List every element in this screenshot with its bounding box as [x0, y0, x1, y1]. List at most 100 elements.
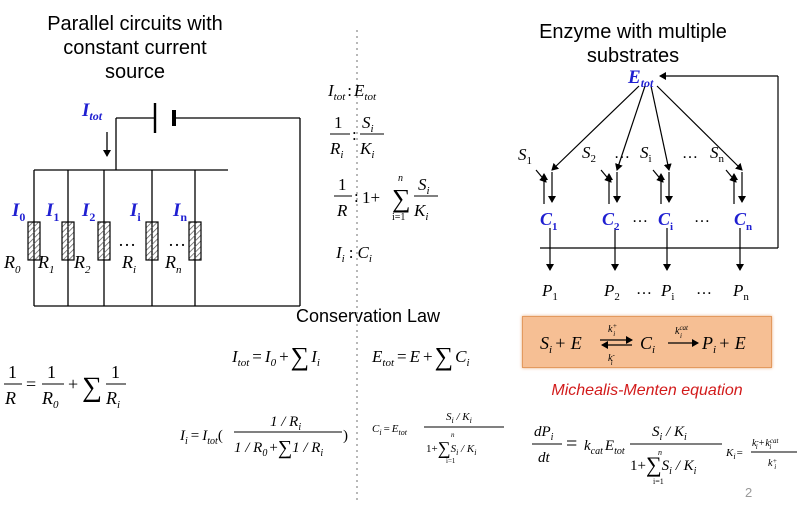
analogy-row-3-plus: 1+: [362, 188, 380, 207]
mm-k-minus: k-i: [608, 351, 615, 367]
analogy-row-1: Itot:Etot: [327, 81, 377, 103]
resistor: [97, 221, 111, 261]
mm-reactants: Si+ E: [540, 333, 582, 356]
analogy-row-3-s: Si: [418, 175, 430, 197]
substrate-label-i: Si: [640, 143, 652, 165]
complex-equation-bottom: i=1: [446, 457, 456, 465]
substrate-label-2: S2: [582, 143, 596, 165]
mm-complex: Ci: [640, 333, 655, 356]
conservation-enzyme-equation: Etot=E+∑Ci: [371, 342, 470, 371]
current-label-i: Ii: [129, 200, 141, 224]
resistor-labels: R0 R1 R2 Ri Rn: [3, 252, 182, 276]
product-dots-2: …: [696, 281, 712, 298]
ki-denominator: k+i: [768, 457, 777, 471]
analogy-row-4: Ii:Ci: [335, 243, 372, 265]
complex-label-i: Ci: [658, 209, 673, 233]
total-r0-one: 1: [47, 362, 56, 382]
complex-equation-denominator: 1+∑Si / Ki: [426, 438, 476, 458]
resistor-label-i: Ri: [121, 252, 136, 276]
resistor-label-1: R1: [37, 252, 55, 276]
total-r-sum: ∑: [82, 372, 102, 403]
total-r-one: 1: [8, 362, 17, 382]
rate-dp: dPi: [534, 424, 554, 443]
source-current-label: Itot: [81, 100, 103, 123]
complex-equation: Ci=Etot Si / Ki 1+∑Si / Ki n i=1: [372, 411, 504, 465]
complex-label-2: C2: [602, 209, 620, 233]
total-r-plus: +: [68, 374, 78, 394]
current-label-n: In: [172, 200, 187, 224]
analogy-row-3-colon: :: [354, 187, 359, 206]
mm-products: Pi+ E: [701, 333, 746, 356]
complex-dots-2: …: [694, 209, 710, 226]
rate-dt: dt: [538, 450, 551, 466]
analogy-row-2-s: Si: [362, 113, 374, 135]
analogy-row-3-numerator: 1: [338, 175, 347, 194]
resistor-label-0: R0: [3, 252, 21, 276]
complex-equation-numerator: Si / Ki: [446, 411, 472, 425]
analogy-row-3-top: n: [398, 173, 403, 184]
complex-dots-1: …: [632, 209, 648, 226]
ki-lhs: Ki=: [725, 447, 743, 461]
current-label-2: I2: [81, 200, 95, 224]
complex-equation-lhs: Ci=Etot: [372, 423, 408, 437]
resistor-label-2: R2: [73, 252, 91, 276]
analogy-row-3-sum: ∑: [392, 184, 411, 213]
enzyme-binding-arrow: [650, 85, 672, 171]
total-ri: Ri: [105, 388, 120, 411]
circuit-dots-2: …: [168, 230, 186, 250]
analogy-row-2-colon: :: [352, 125, 357, 144]
product-label-2: P2: [603, 281, 620, 303]
analogy-row-3-denominator: R: [336, 201, 348, 220]
rate-numerator: Si / Ki: [652, 424, 687, 443]
analogy-row-3-k: Ki: [413, 201, 428, 223]
total-r0: R0: [41, 388, 59, 411]
page-number: 2: [745, 485, 753, 500]
resistor: [188, 221, 202, 261]
current-divider-lhs: Ii=Itot(: [179, 428, 223, 447]
product-label-n: Pn: [732, 281, 749, 303]
substrate-label-n: Sn: [710, 143, 725, 165]
conservation-current-equation: Itot=I0+∑Ii: [231, 342, 320, 371]
enzyme-binding-arrow: [656, 85, 743, 171]
substrate-label-1: S1: [518, 145, 532, 167]
total-r-r: R: [4, 388, 16, 408]
resistor-label-n: Rn: [164, 252, 182, 276]
resistor: [27, 221, 41, 261]
mm-k-plus: k+i: [608, 322, 617, 338]
rate-top: n: [658, 448, 662, 457]
current-divider-equation: Ii=Itot( 1 / Ri 1 / R0+∑1 / Ri ): [179, 414, 348, 459]
analogy-row-2-numerator: 1: [334, 113, 343, 132]
product-dots-1: …: [636, 281, 652, 298]
mm-reaction-box: [522, 316, 772, 368]
current-divider-numerator: 1 / Ri: [270, 414, 301, 433]
mm-title: Michealis-Menten equation: [551, 382, 743, 399]
complex-label-1: C1: [540, 209, 558, 233]
right-title: Enzyme with multiple substrates: [539, 21, 727, 67]
total-resistance-equation: 1 R = 1 R0 + ∑ 1 Ri: [4, 362, 126, 411]
rate-bottom: i=1: [653, 477, 664, 486]
rate-eq: =: [566, 433, 577, 455]
resistor: [61, 221, 75, 261]
total-r-eq: =: [26, 374, 36, 394]
circuit-dots-1: …: [118, 230, 136, 250]
enzyme-label: Etot: [627, 67, 654, 90]
analogy-row-3-bottom: i=1: [392, 212, 405, 223]
product-label-1: P1: [541, 281, 558, 303]
enzyme-binding-arrow: [615, 85, 646, 171]
parallel-circuit: [27, 103, 301, 307]
complex-label-n: Cn: [734, 209, 752, 233]
analogy-column: Itot:Etot 1 Ri : Si Ki 1 R : 1+ ∑ n i=1 …: [327, 81, 438, 265]
resistor: [145, 221, 159, 261]
substrate-dots-1: …: [614, 145, 630, 162]
conservation-title: Conservation Law: [295, 306, 441, 326]
current-divider-denominator: 1 / R0+∑1 / Ri: [234, 437, 323, 459]
product-label-i: Pi: [660, 281, 674, 303]
